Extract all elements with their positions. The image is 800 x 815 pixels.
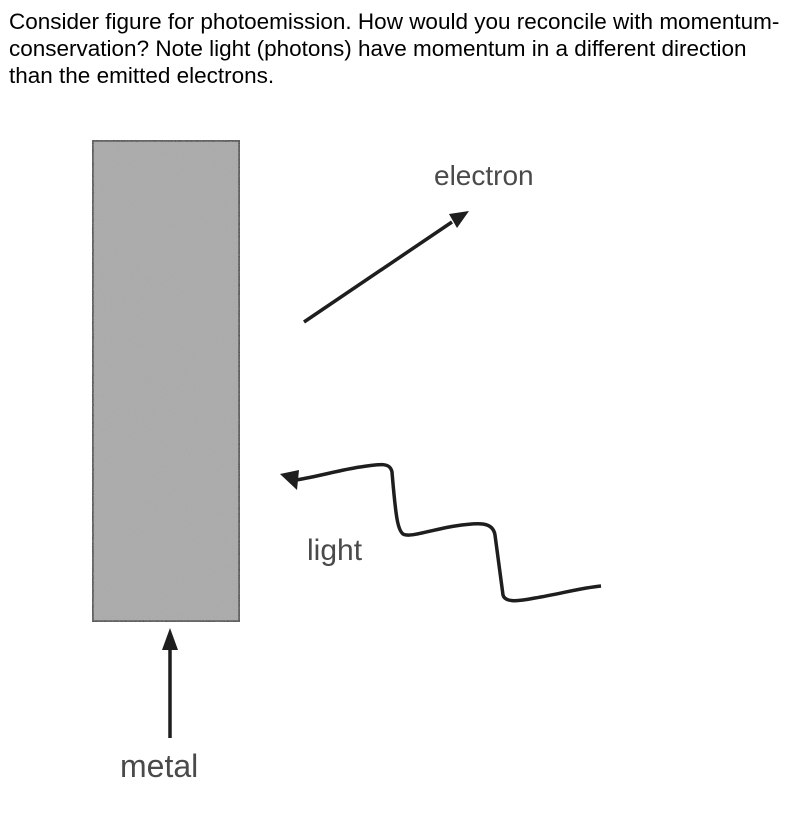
question-text: Consider figure for photoemission. How w…: [9, 9, 780, 88]
light-label: light: [307, 534, 363, 567]
light-wave-arrow: [280, 462, 602, 603]
electron-arrow: [303, 211, 469, 324]
metal-pointer-arrow: [162, 628, 178, 738]
electron-label: electron: [434, 160, 534, 191]
metal-slab: [90, 138, 242, 624]
metal-label: metal: [120, 748, 198, 784]
